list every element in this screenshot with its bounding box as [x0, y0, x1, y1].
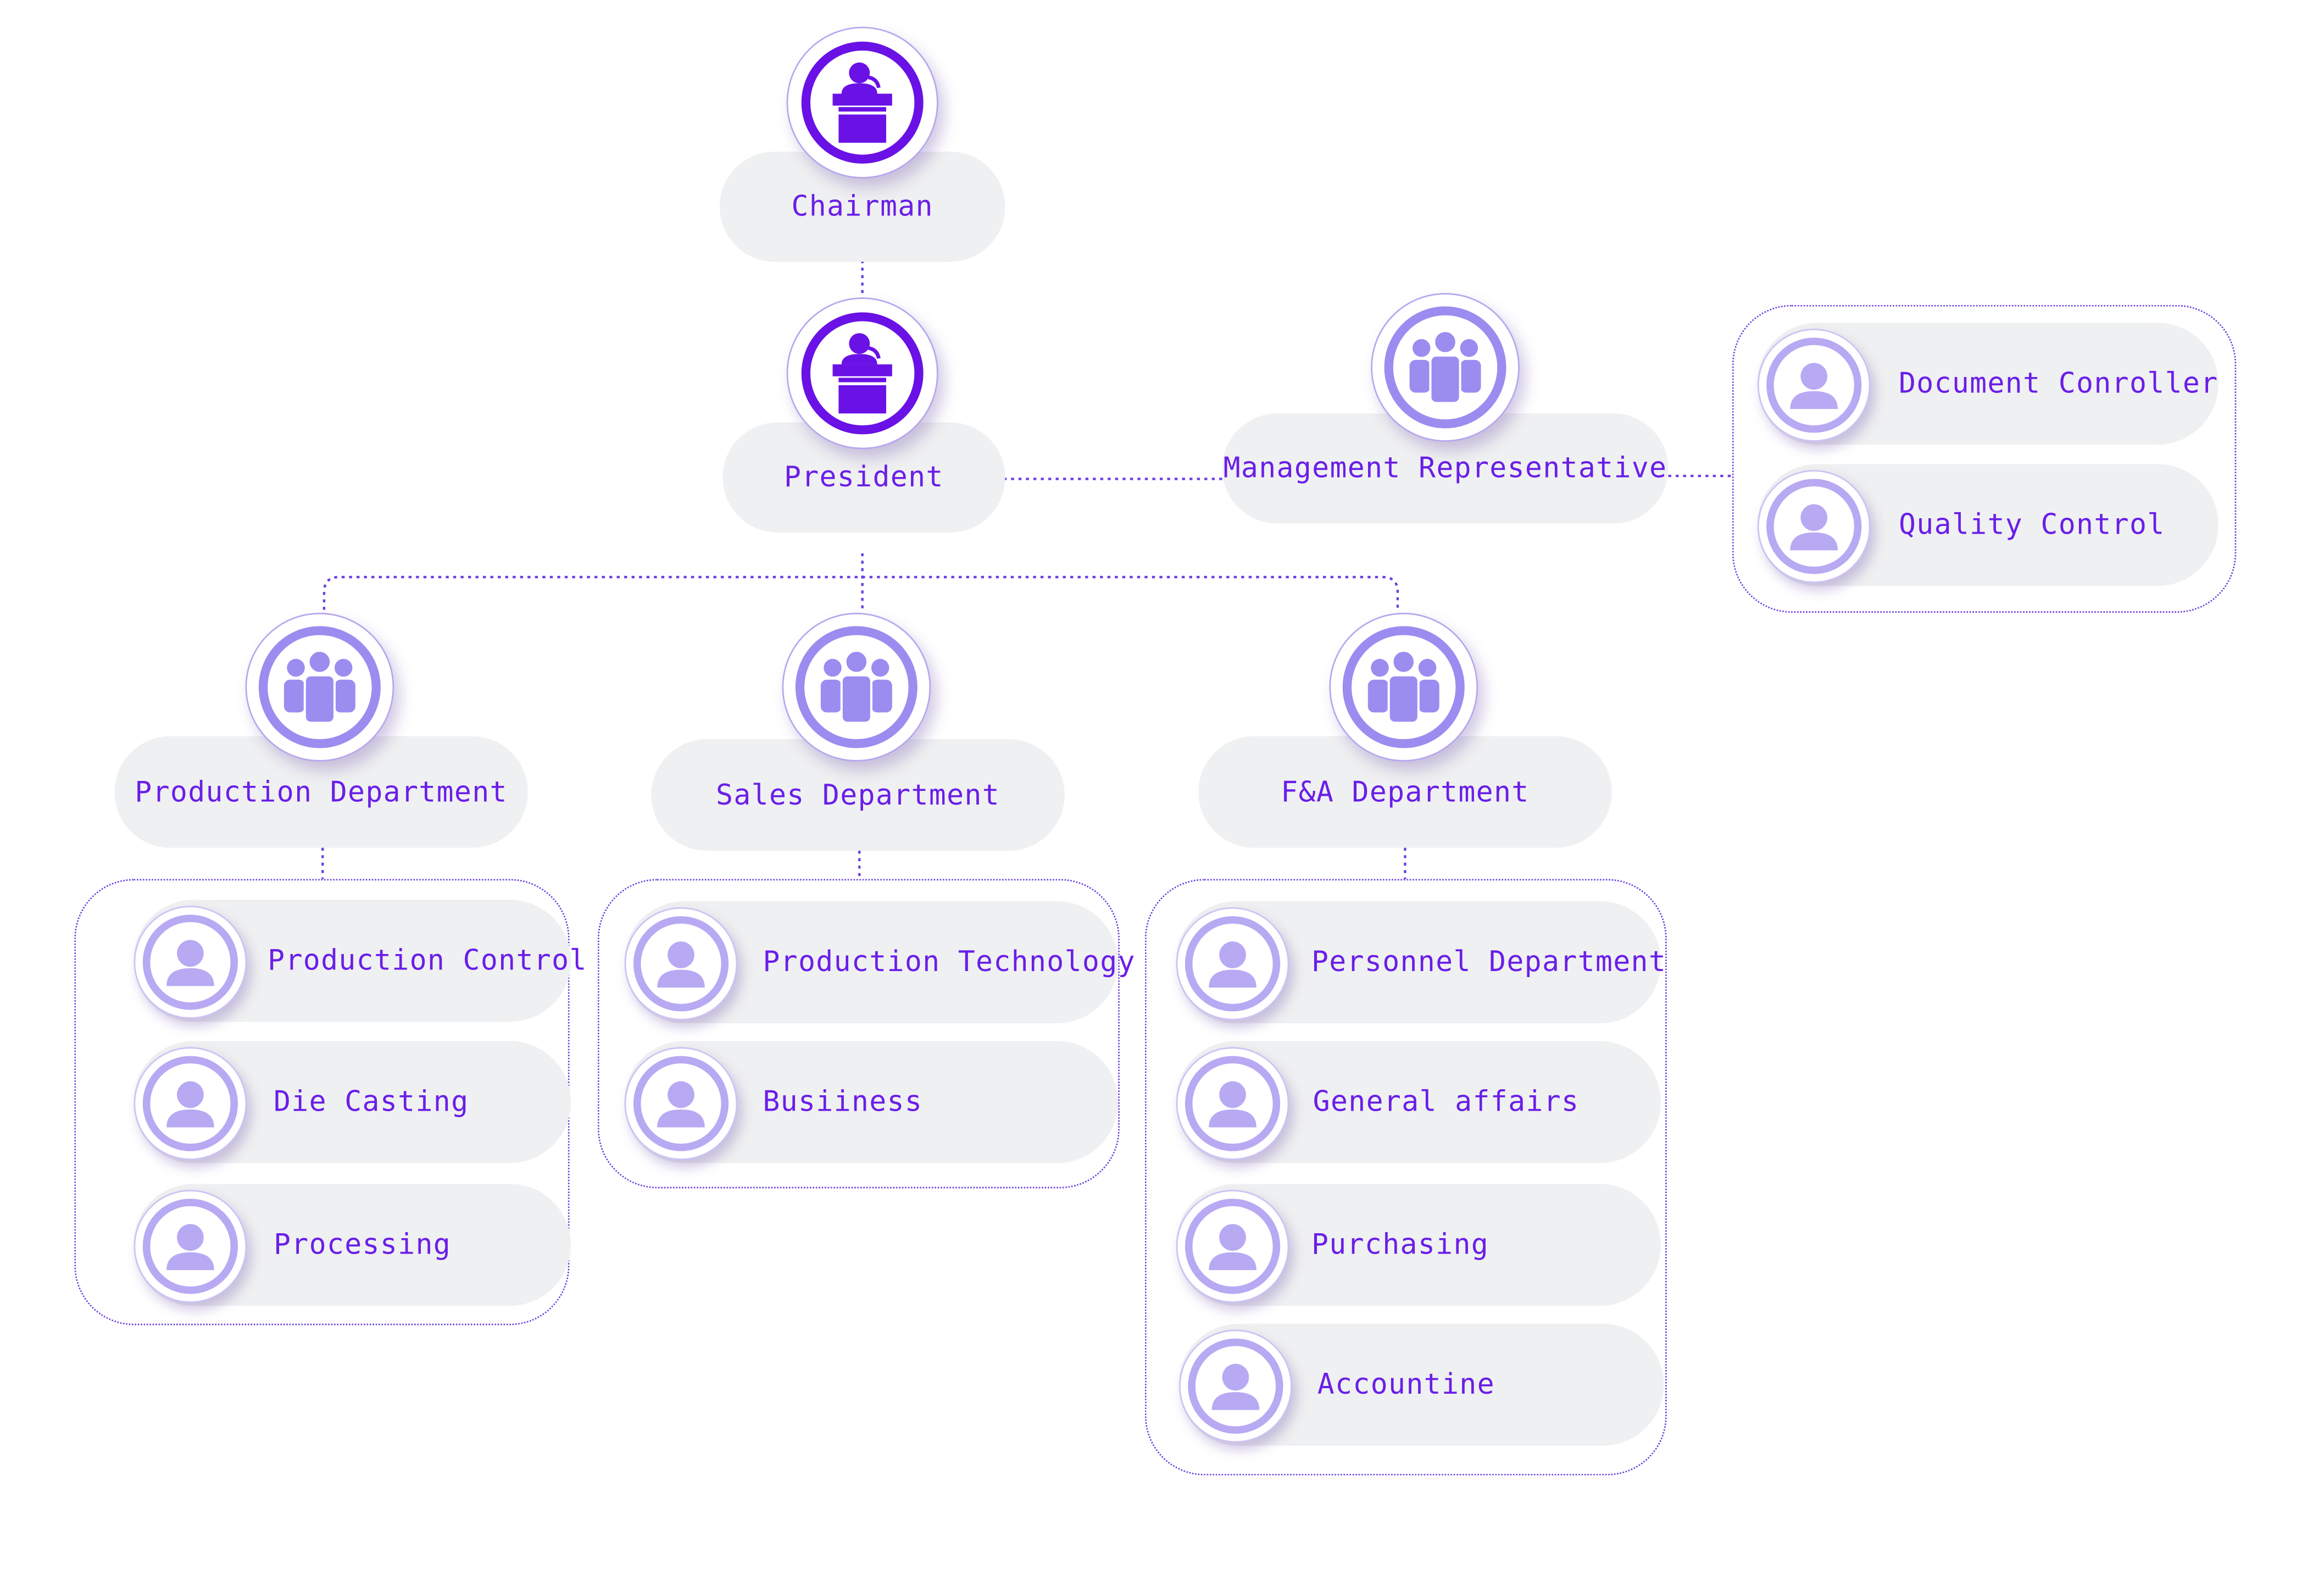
chairman-label: Chairman	[791, 190, 933, 223]
group-people-icon	[1367, 649, 1439, 724]
sales-units-frame	[597, 879, 1120, 1189]
avatar	[1757, 329, 1871, 442]
management-representative-label: Management Representative	[1223, 452, 1667, 485]
unit-label: Purchasing	[1311, 1228, 1489, 1261]
president-icon-badge	[786, 297, 938, 450]
avatar	[1757, 470, 1871, 583]
fa-department-icon-badge	[1329, 612, 1478, 762]
avatar	[134, 906, 247, 1019]
group-people-icon	[283, 649, 355, 724]
podium-speaker-icon	[832, 333, 892, 414]
avatar	[134, 1190, 247, 1303]
person-avatar-icon	[1790, 504, 1838, 551]
unit-label: Production Control	[268, 944, 587, 978]
unit-quality-control: Quality Control	[1757, 464, 2219, 586]
avatar	[1176, 1190, 1289, 1303]
sales-department-label: Sales Department	[716, 778, 1000, 812]
production-department-icon-badge	[245, 612, 394, 762]
avatar	[624, 1047, 738, 1160]
unit-processing: Processing	[134, 1184, 571, 1306]
podium-speaker-icon	[832, 62, 892, 143]
unit-label: Document Conroller	[1898, 367, 2219, 400]
unit-business: Busiiness	[624, 1041, 1119, 1163]
avatar	[134, 1047, 247, 1160]
chairman-icon-badge	[786, 26, 938, 179]
management-representative-icon-badge	[1371, 293, 1520, 442]
unit-label: Accountine	[1317, 1368, 1495, 1401]
unit-label: Quality Control	[1898, 508, 2165, 542]
group-people-icon	[820, 649, 892, 724]
unit-label: Personnel Department	[1311, 946, 1667, 979]
group-people-icon	[1409, 330, 1481, 404]
person-avatar-icon	[166, 940, 214, 986]
person-avatar-icon	[1790, 363, 1838, 409]
person-avatar-icon	[1209, 1224, 1256, 1271]
unit-general-affairs: General affairs	[1176, 1041, 1661, 1163]
person-avatar-icon	[166, 1224, 214, 1271]
connector-dept-bus	[323, 575, 1399, 610]
sales-department-icon-badge	[782, 612, 931, 762]
avatar	[1179, 1329, 1292, 1443]
president-label: President	[783, 461, 944, 494]
avatar	[1176, 1047, 1289, 1160]
person-avatar-icon	[657, 941, 705, 988]
fa-units-frame	[1144, 879, 1667, 1476]
person-avatar-icon	[657, 1081, 705, 1128]
unit-label: Production Technology	[763, 946, 1136, 979]
unit-label: Processing	[273, 1228, 452, 1261]
person-avatar-icon	[166, 1081, 214, 1128]
fa-department-label: F&A Department	[1281, 775, 1530, 808]
unit-production-control: Production Control	[134, 900, 586, 1022]
production-department-label: Production Department	[135, 775, 508, 808]
unit-label: General affairs	[1313, 1085, 1580, 1119]
unit-label: Busiiness	[763, 1085, 923, 1119]
management-representative-units-frame	[1732, 304, 2237, 613]
unit-label: Die Casting	[273, 1085, 469, 1119]
unit-accounting: Accountine	[1179, 1323, 1664, 1446]
unit-document-controller: Document Conroller	[1757, 323, 2219, 445]
unit-die-casting: Die Casting	[134, 1041, 571, 1163]
avatar	[1176, 907, 1289, 1021]
unit-personnel-department: Personnel Department	[1176, 901, 1666, 1023]
unit-production-technology: Production Technology	[624, 901, 1135, 1023]
avatar	[624, 907, 738, 1021]
person-avatar-icon	[1211, 1363, 1260, 1410]
person-avatar-icon	[1209, 1081, 1256, 1128]
unit-purchasing: Purchasing	[1176, 1184, 1661, 1306]
person-avatar-icon	[1209, 941, 1256, 988]
